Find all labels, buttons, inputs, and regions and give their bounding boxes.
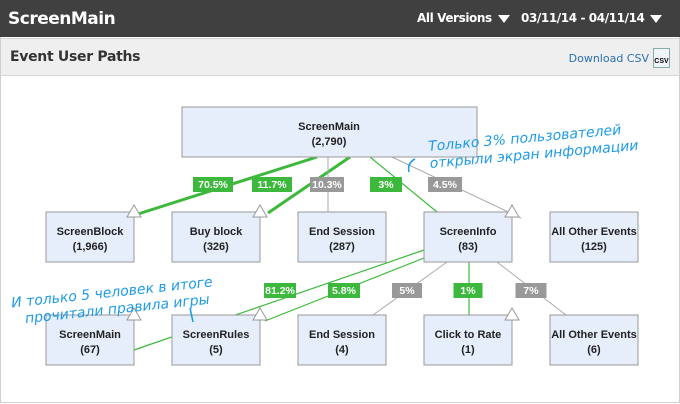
expand-triangle-icon[interactable] <box>252 204 268 218</box>
node-name: ScreenRules <box>183 329 250 341</box>
version-label: All Versions <box>417 11 492 25</box>
node-name: ScreenInfo <box>440 226 497 238</box>
node-screeninfo[interactable]: ScreenInfo (83) <box>423 211 513 263</box>
node-screenrules[interactable]: ScreenRules (5) <box>171 314 261 366</box>
csv-file-icon[interactable]: CSV <box>653 48 670 68</box>
percent-label: 81.2% <box>265 285 295 297</box>
node-count: (67) <box>80 344 100 356</box>
percent-label: 5.8% <box>332 285 357 297</box>
date-range-label: 03/11/14 - 04/11/14 <box>521 11 645 25</box>
edge-percent-badge: 70.5% <box>193 177 233 192</box>
node-name: All Other Events <box>551 329 637 341</box>
percent-label: 4.5% <box>433 179 458 191</box>
top-bar: ScreenMain All Versions 03/11/14 - 04/11… <box>0 0 680 37</box>
panel-title: Event User Paths <box>10 49 141 65</box>
node-root[interactable]: ScreenMain (2,790) <box>181 106 478 158</box>
expand-triangle-icon[interactable] <box>504 307 520 321</box>
annotation-arrow-icon <box>407 158 416 173</box>
node-count: (2,790) <box>312 136 347 148</box>
annotation-arrow-icon <box>189 307 194 323</box>
percent-label: 3% <box>378 179 394 191</box>
node-count: (326) <box>203 241 229 253</box>
percent-label: 11.7% <box>257 179 287 191</box>
node-screenmain[interactable]: ScreenMain (67) <box>45 314 135 366</box>
download-csv-link[interactable]: Download CSV <box>568 52 649 65</box>
node-name: ScreenBlock <box>57 226 125 238</box>
expand-triangle-icon[interactable] <box>252 307 268 321</box>
node-name: ScreenMain <box>59 329 121 341</box>
expand-triangle-icon[interactable] <box>504 204 520 218</box>
date-range-dropdown[interactable]: 03/11/14 - 04/11/14 <box>521 11 663 25</box>
edge-percent-badge: 81.2% <box>264 283 296 298</box>
edge-percent-badge: 5% <box>392 283 422 298</box>
percent-label: 7% <box>523 285 539 297</box>
node-name: ScreenMain <box>298 121 360 133</box>
node-count: (287) <box>329 241 355 253</box>
node-count: (6) <box>587 344 601 356</box>
edge-percent-badge: 7% <box>515 283 547 298</box>
node-name: All Other Events <box>551 226 637 238</box>
edge-percent-badge: 11.7% <box>252 177 292 192</box>
node-count: (1) <box>461 344 475 356</box>
node-count: (83) <box>458 241 478 253</box>
edge-percent-badge: 1% <box>453 283 483 298</box>
edge-percent-badge: 10.3% <box>310 177 344 192</box>
node-count: (5) <box>209 344 223 356</box>
percent-label: 1% <box>460 285 476 297</box>
percent-label: 5% <box>399 285 415 297</box>
version-dropdown[interactable]: All Versions <box>417 11 510 25</box>
event-user-paths-panel: Event User Paths Download CSV CSV <box>0 37 680 403</box>
app-title: ScreenMain <box>8 9 116 29</box>
node-click-to-rate[interactable]: Click to Rate (1) <box>423 314 513 366</box>
expand-triangle-icon[interactable] <box>126 307 142 321</box>
chevron-down-icon <box>650 14 663 23</box>
percent-label: 10.3% <box>312 179 342 191</box>
chevron-down-icon <box>497 14 510 23</box>
node-name: Buy block <box>190 226 243 238</box>
node-all-other-events[interactable]: All Other Events (6) <box>549 314 639 366</box>
edge-percent-badge: 3% <box>370 177 402 192</box>
edge-percent-badge: 5.8% <box>328 283 360 298</box>
edge-percent-badge: 4.5% <box>428 177 462 192</box>
node-end-session[interactable]: End Session (287) <box>297 211 387 263</box>
node-count: (125) <box>581 241 607 253</box>
node-screenblock[interactable]: ScreenBlock (1,966) <box>45 211 135 263</box>
node-all-other-events[interactable]: All Other Events (125) <box>549 211 639 263</box>
node-name: End Session <box>309 226 375 238</box>
percent-label: 70.5% <box>198 179 228 191</box>
node-end-session[interactable]: End Session (4) <box>297 314 387 366</box>
expand-triangle-icon[interactable] <box>126 204 142 218</box>
node-count: (1,966) <box>73 241 108 253</box>
node-name: Click to Rate <box>435 329 502 341</box>
node-name: End Session <box>309 329 375 341</box>
panel-header: Event User Paths Download CSV CSV <box>1 38 679 76</box>
node-count: (4) <box>335 344 349 356</box>
node-buy-block[interactable]: Buy block (326) <box>171 211 261 263</box>
